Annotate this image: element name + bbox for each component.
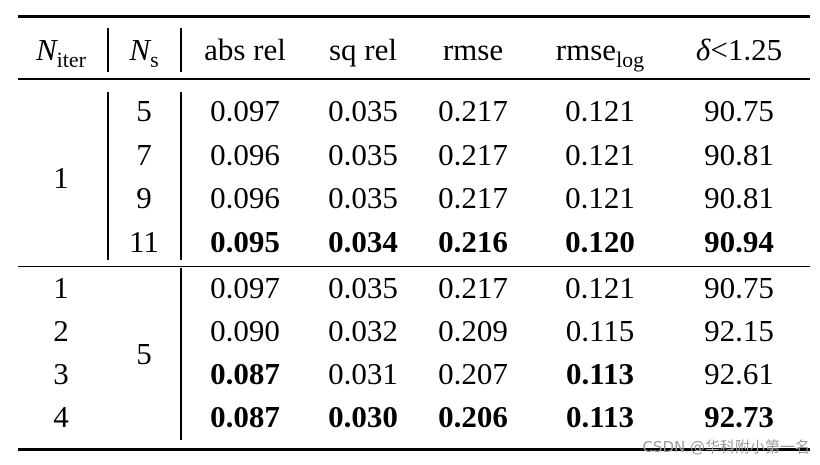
header-sq-rel: sq rel — [328, 32, 397, 67]
g1-row2-delta: 90.81 — [704, 137, 774, 172]
g2-row3-rmse-log: 0.113 — [565, 356, 635, 391]
group1-n-iter: 1 — [53, 160, 69, 195]
g2-row2-delta: 92.15 — [704, 313, 774, 348]
g1-row1-abs-rel: 0.097 — [210, 93, 280, 128]
g1-row4-ns: 11 — [129, 224, 159, 259]
group1-divider-right — [180, 92, 182, 260]
g2-row1-n-iter: 1 — [53, 270, 69, 305]
g2-row4-abs-rel: 0.087 — [210, 399, 280, 434]
g1-row1-rmse: 0.217 — [438, 93, 508, 128]
group2-n-s: 5 — [136, 336, 152, 371]
g2-row4-delta: 92.73 — [704, 399, 774, 434]
g2-row2-rmse-log: 0.115 — [565, 313, 635, 348]
g2-row3-delta: 92.61 — [704, 356, 774, 391]
g1-row1-rmse-log: 0.121 — [565, 93, 635, 128]
g1-row3-ns: 9 — [136, 180, 152, 215]
g1-row2-ns: 7 — [136, 137, 152, 172]
g1-row4-sq-rel: 0.034 — [328, 224, 398, 259]
g2-row2-n-iter: 2 — [53, 313, 69, 348]
group1-divider — [107, 92, 109, 260]
g2-row2-abs-rel: 0.090 — [210, 313, 280, 348]
header-abs-rel: abs rel — [204, 32, 286, 67]
g1-row3-sq-rel: 0.035 — [328, 180, 398, 215]
g2-row3-rmse: 0.207 — [438, 356, 508, 391]
g2-row4-rmse: 0.206 — [438, 399, 508, 434]
g2-row1-delta: 90.75 — [704, 270, 774, 305]
header-divider-2 — [180, 28, 182, 72]
g2-row3-n-iter: 3 — [53, 356, 69, 391]
g1-row2-rmse-log: 0.121 — [565, 137, 635, 172]
header-divider-1 — [107, 28, 109, 72]
g1-row4-rmse-log: 0.120 — [565, 224, 635, 259]
g2-row1-abs-rel: 0.097 — [210, 270, 280, 305]
g1-row2-rmse: 0.217 — [438, 137, 508, 172]
g1-row1-sq-rel: 0.035 — [328, 93, 398, 128]
g2-row4-sq-rel: 0.030 — [328, 399, 398, 434]
bottom-rule — [18, 448, 810, 451]
g1-row4-abs-rel: 0.095 — [210, 224, 280, 259]
g2-row3-sq-rel: 0.031 — [328, 356, 398, 391]
g1-row3-delta: 90.81 — [704, 180, 774, 215]
g1-row2-abs-rel: 0.096 — [210, 137, 280, 172]
g1-row4-delta: 90.94 — [704, 224, 774, 259]
g1-row3-abs-rel: 0.096 — [210, 180, 280, 215]
header-rmse-log: rmselog — [555, 32, 645, 72]
g2-row4-n-iter: 4 — [53, 399, 69, 434]
group2-divider — [180, 268, 182, 440]
g1-row3-rmse: 0.217 — [438, 180, 508, 215]
g2-row3-abs-rel: 0.087 — [210, 356, 280, 391]
watermark-text: CSDN @华科附小第一名 — [642, 438, 810, 456]
g2-row2-rmse: 0.209 — [438, 313, 508, 348]
g1-row1-ns: 5 — [136, 93, 152, 128]
g2-row1-sq-rel: 0.035 — [328, 270, 398, 305]
header-rmse: rmse — [442, 32, 504, 67]
g2-row4-rmse-log: 0.113 — [565, 399, 635, 434]
group-separator-rule — [18, 266, 810, 267]
g2-row1-rmse: 0.217 — [438, 270, 508, 305]
g1-row3-rmse-log: 0.121 — [565, 180, 635, 215]
header-delta: δ<1.25 — [695, 32, 783, 67]
g2-row2-sq-rel: 0.032 — [328, 313, 398, 348]
g1-row2-sq-rel: 0.035 — [328, 137, 398, 172]
top-rule — [18, 15, 810, 18]
g1-row4-rmse: 0.216 — [438, 224, 508, 259]
header-rule — [18, 78, 810, 80]
g1-row1-delta: 90.75 — [704, 93, 774, 128]
header-n-iter: Niter — [35, 32, 86, 72]
header-n-s: Ns — [129, 32, 159, 72]
g2-row1-rmse-log: 0.121 — [565, 270, 635, 305]
